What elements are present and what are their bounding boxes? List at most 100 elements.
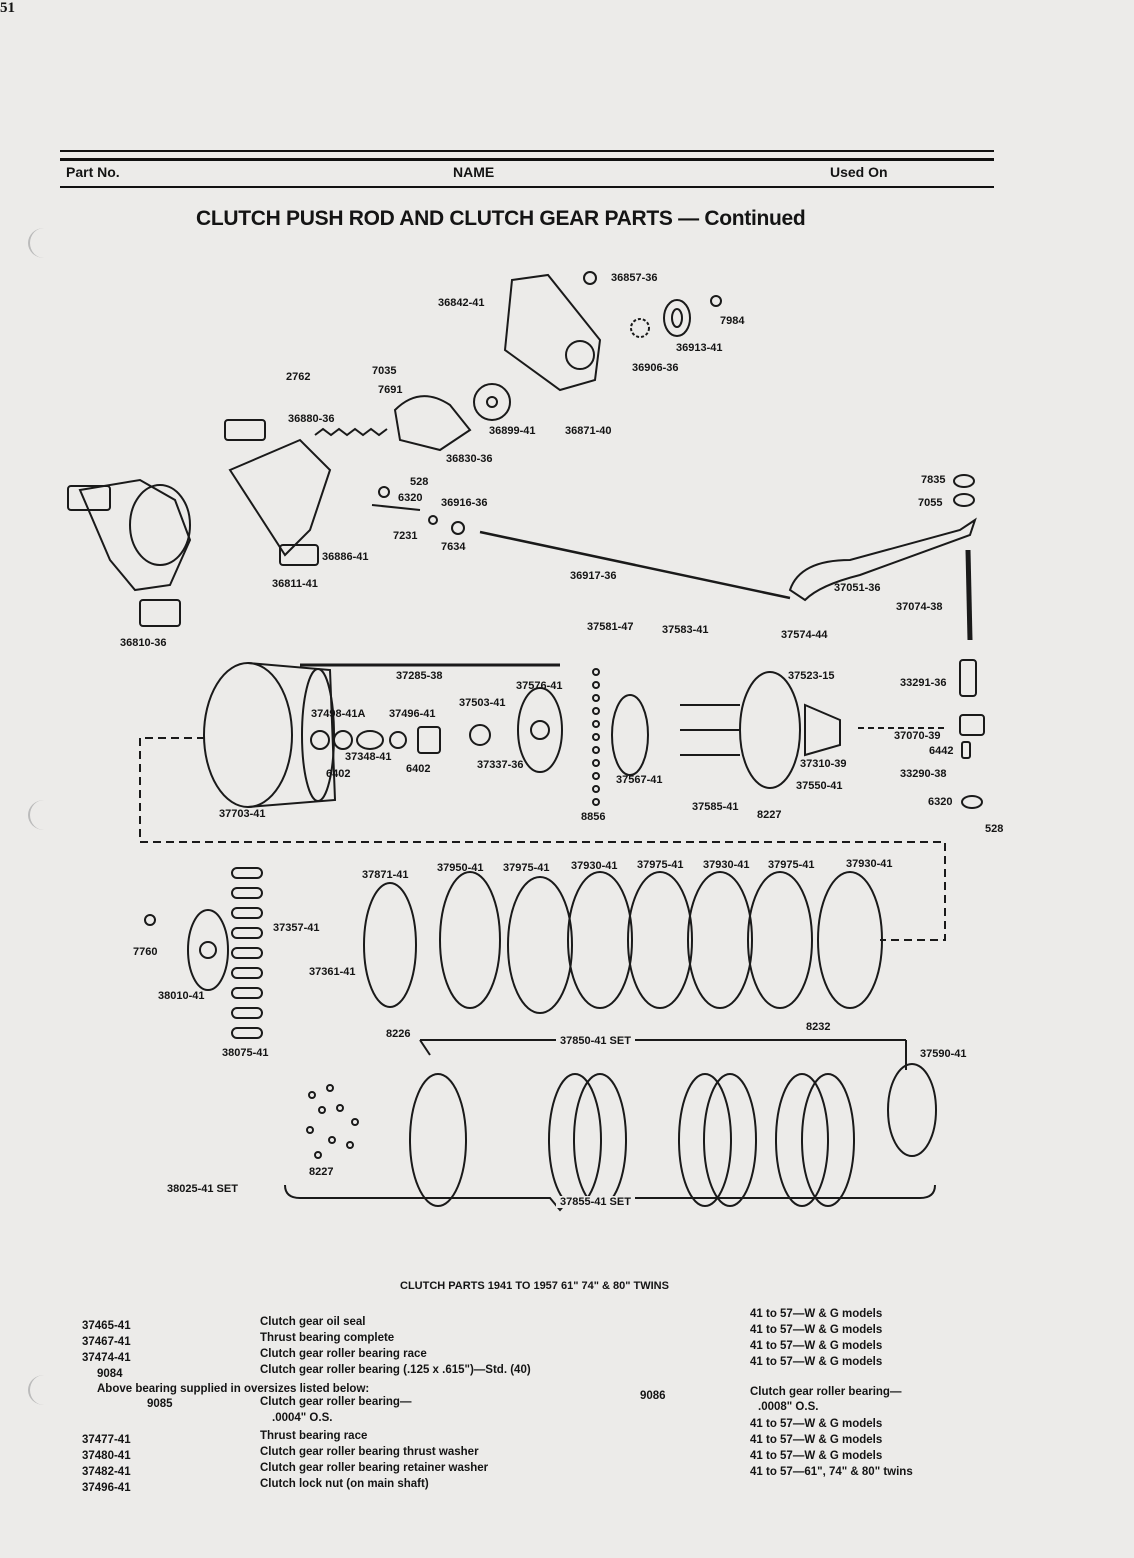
- callout-37337-36: 37337-36: [477, 759, 524, 771]
- callout-37496-41: 37496-41: [389, 708, 436, 720]
- callout-6402-b: 6402: [406, 763, 431, 775]
- ring-37590: [887, 1063, 937, 1157]
- callout-33291-36: 33291-36: [900, 677, 947, 689]
- callout-6320-b: 6320: [928, 796, 953, 808]
- part-used-on: 41 to 57—W & G models: [750, 1340, 883, 1352]
- part-number: 9085: [147, 1398, 173, 1410]
- callout-8856: 8856: [581, 811, 606, 823]
- callout-37930-41-b: 37930-41: [703, 859, 750, 871]
- binder-hole: [28, 1375, 60, 1405]
- part-number: 37482-41: [82, 1466, 131, 1478]
- set-label-37855: 37855-41 SET: [556, 1196, 635, 1208]
- part-name: Clutch gear roller bearing retainer wash…: [260, 1462, 489, 1474]
- callout-7055: 7055: [918, 497, 943, 509]
- shaft-37074: [965, 549, 973, 641]
- hub-37550: [739, 671, 801, 789]
- callout-2762: 2762: [286, 371, 311, 383]
- washer-36899: [473, 383, 511, 421]
- callout-37703-41: 37703-41: [219, 808, 266, 820]
- clutch-shell-37703: [203, 662, 293, 808]
- foot-pedal-pad: [139, 599, 181, 627]
- bushing-33291: [959, 659, 977, 697]
- disc-37950: [439, 871, 501, 1009]
- callout-7984: 7984: [720, 315, 745, 327]
- part-number: 37477-41: [82, 1434, 131, 1446]
- lever-37051: [788, 517, 977, 602]
- top-rule: [60, 150, 994, 152]
- callout-36899-41: 36899-41: [489, 425, 536, 437]
- callout-37070-39: 37070-39: [894, 730, 941, 742]
- subsection-title: CLUTCH PARTS 1941 TO 1957 61" 74" & 80" …: [400, 1280, 669, 1292]
- callout-37930-41-a: 37930-41: [571, 860, 618, 872]
- callout-528: 528: [410, 476, 429, 488]
- part-name: Clutch gear roller bearing—: [750, 1386, 902, 1398]
- callout-36811-41: 36811-41: [272, 578, 318, 590]
- callout-7760: 7760: [133, 946, 158, 958]
- sprocket-37310: [804, 703, 841, 757]
- pedal-housing-36810: [78, 478, 192, 592]
- ring-7984-part: [663, 299, 691, 337]
- callout-36916-36: 36916-36: [441, 497, 488, 509]
- callout-36906-36: 36906-36: [632, 362, 679, 374]
- hub-37567: [611, 694, 649, 776]
- small-parts-8227: [306, 1084, 359, 1159]
- callout-7691: 7691: [378, 384, 403, 396]
- part-used-on: 41 to 57—W & G models: [750, 1434, 883, 1446]
- callout-37585-41: 37585-41: [692, 801, 739, 813]
- part-used-on: 41 to 57—W & G models: [750, 1308, 883, 1320]
- section-title: CLUTCH PUSH ROD AND CLUTCH GEAR PARTS — …: [196, 207, 806, 230]
- callout-6320: 6320: [398, 492, 423, 504]
- part-number: 37496-41: [82, 1482, 131, 1494]
- callout-7835: 7835: [921, 474, 946, 486]
- callout-36810-36: 36810-36: [120, 637, 167, 649]
- part-number: 37467-41: [82, 1336, 131, 1348]
- callout-37550-41: 37550-41: [796, 780, 843, 792]
- callout-7035: 7035: [372, 365, 397, 377]
- callout-37581-47: 37581-47: [587, 621, 634, 633]
- callout-38075-41: 38075-41: [222, 1047, 269, 1059]
- callout-37051-36: 37051-36: [834, 582, 881, 594]
- callout-36886-41: 36886-41: [322, 551, 369, 563]
- callout-37285-38: 37285-38: [396, 670, 443, 682]
- callout-37975-41-c: 37975-41: [768, 859, 815, 871]
- plate-set-a: [409, 1073, 467, 1207]
- callout-6442: 6442: [929, 745, 954, 757]
- spring-36880: [314, 427, 388, 437]
- part-used-on: 41 to 57—W & G models: [750, 1450, 883, 1462]
- callout-36842-41: 36842-41: [438, 297, 485, 309]
- part-number: 9086: [640, 1390, 666, 1402]
- callout-37576-41: 37576-41: [516, 680, 563, 692]
- lever-36811: [228, 438, 332, 557]
- part-name: Clutch gear oil seal: [260, 1316, 366, 1328]
- callout-37930-41-c: 37930-41: [846, 858, 893, 870]
- callout-37871-41: 37871-41: [362, 869, 409, 881]
- part-used-on: 41 to 57—61", 74" & 80" twins: [750, 1466, 913, 1478]
- dashed-connector: [139, 737, 946, 941]
- disc-37975-b: [627, 871, 693, 1009]
- callout-36917-36: 36917-36: [570, 570, 617, 582]
- lever-37070: [959, 714, 985, 736]
- callout-37583-41: 37583-41: [662, 624, 709, 636]
- disc-37930-a: [567, 871, 633, 1009]
- callout-8227-b: 8227: [309, 1166, 334, 1178]
- part-name: Thrust bearing race: [260, 1430, 368, 1442]
- clutch-lever-bracket: [503, 273, 602, 392]
- part-name-line2: .0004" O.S.: [272, 1412, 333, 1424]
- callout-36857-36: 36857-36: [611, 272, 658, 284]
- callout-37975-41-b: 37975-41: [637, 859, 684, 871]
- binder-hole: [28, 800, 60, 830]
- cam-plate-36830: [393, 395, 472, 452]
- callout-38025-41-set: 38025-41 SET: [167, 1183, 238, 1195]
- part-number: 37465-41: [82, 1320, 131, 1332]
- part-name: Clutch lock nut (on main shaft): [260, 1478, 429, 1490]
- nut-37496: [417, 726, 441, 754]
- callout-37567-41: 37567-41: [616, 774, 663, 786]
- callout-37574-44: 37574-44: [781, 629, 828, 641]
- callout-33290-38: 33290-38: [900, 768, 947, 780]
- part-name: Clutch gear roller bearing—: [260, 1396, 412, 1408]
- push-rod-36917: [479, 530, 791, 600]
- binder-hole: [28, 228, 60, 258]
- oversize-note: Above bearing supplied in oversizes list…: [97, 1383, 370, 1395]
- header-name: NAME: [453, 164, 495, 180]
- callout-36871-40: 36871-40: [565, 425, 612, 437]
